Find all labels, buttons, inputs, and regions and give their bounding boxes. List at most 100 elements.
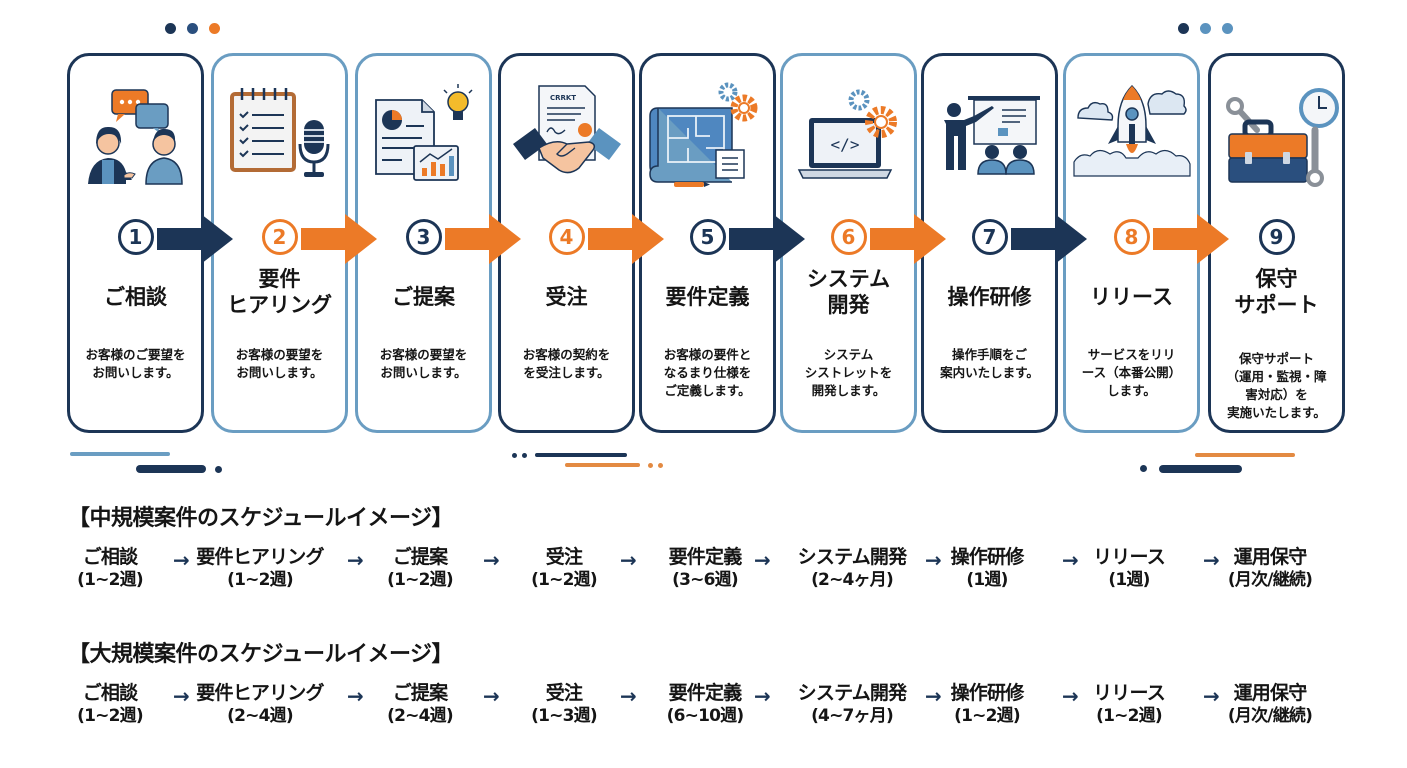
- decorative-dots-left: [165, 23, 220, 34]
- step-title: 操作研修: [947, 285, 1032, 309]
- step-title: ご提案: [392, 285, 455, 309]
- schedule-row-medium: ご相談(1~2週)→要件ヒアリング(1~2週)→ご提案(1~2週)→受注(1~2…: [70, 545, 1360, 595]
- blueprint-gears-icon: [646, 78, 770, 202]
- deco-line: [1195, 453, 1295, 457]
- flow-arrow-icon: [445, 214, 521, 264]
- schedule-arrow-icon: →: [925, 684, 942, 708]
- flow-arrow-icon: [301, 214, 377, 264]
- schedule-step: ご相談(1~2週): [77, 681, 143, 727]
- schedule-step-duration: (月次/継続): [1227, 706, 1313, 726]
- schedule-step-name: 操作研修: [950, 546, 1025, 568]
- schedule-step: 要件定義(6~10週): [667, 681, 744, 727]
- schedule-step: 運用保守(月次/継続): [1228, 545, 1313, 591]
- schedule-step: 運用保守(月次/継続): [1227, 681, 1313, 727]
- schedule-step: システム開発(4~7ヶ月): [798, 681, 907, 727]
- schedule-step-name: 受注: [545, 546, 583, 568]
- step-number-badge: 3: [405, 219, 442, 255]
- flow-arrow-icon: [1153, 214, 1229, 264]
- deco-dot: [1200, 23, 1211, 34]
- schedule-title-medium: 【中規模案件のスケジュールイメージ】: [68, 506, 454, 531]
- schedule-title-large: 【大規模案件のスケジュールイメージ】: [68, 642, 454, 667]
- schedule-step-name: ご提案: [392, 546, 448, 568]
- process-step-card: 3 ご提案お客様の要望を お問いします。: [355, 53, 492, 433]
- schedule-step: 要件定義(3~6週): [668, 545, 743, 591]
- schedule-step: 操作研修(1週): [950, 545, 1025, 591]
- schedule-step: 受注(1~3週): [531, 681, 597, 727]
- schedule-step-duration: (1週): [966, 570, 1008, 590]
- deco-dot: [215, 466, 222, 473]
- deco-dot: [187, 23, 198, 34]
- step-number-badge: 9: [1258, 219, 1295, 255]
- schedule-step-name: 要件定義: [668, 546, 743, 568]
- schedule-arrow-icon: →: [347, 684, 364, 708]
- schedule-step-duration: (1~2週): [954, 706, 1020, 726]
- schedule-step-duration: (2~4週): [387, 706, 453, 726]
- step-number-badge: 2: [261, 219, 298, 255]
- schedule-row-large: ご相談(1~2週)→要件ヒアリング(2~4週)→ご提案(2~4週)→受注(1~3…: [70, 681, 1360, 731]
- consultation-icon: [74, 78, 198, 202]
- step-description: お客様の契約を を受注します。: [522, 347, 611, 380]
- schedule-arrow-icon: →: [1062, 548, 1079, 572]
- schedule-step-name: システム開発: [797, 546, 907, 568]
- schedule-step: 要件ヒアリング(2~4週): [196, 681, 324, 727]
- schedule-step-name: リリース: [1093, 546, 1166, 568]
- flow-arrow-icon: [1011, 214, 1087, 264]
- step-description: お客様の要件と なるまり仕様を ご定義します。: [663, 347, 752, 398]
- schedule-step-name: 運用保守: [1233, 546, 1308, 568]
- deco-line: [535, 453, 627, 457]
- step-title: ご相談: [104, 285, 167, 309]
- schedule-step-name: リリース: [1093, 682, 1166, 704]
- schedule-step-duration: (1週): [1108, 570, 1150, 590]
- schedule-step-name: 要件ヒアリング: [196, 682, 324, 704]
- deco-dot: [522, 453, 527, 458]
- deco-dot: [209, 23, 220, 34]
- deco-dot: [512, 453, 517, 458]
- deco-line: [136, 465, 206, 473]
- deco-dot: [165, 23, 176, 34]
- schedule-step: システム開発(2~4ヶ月): [798, 545, 907, 591]
- schedule-arrow-icon: →: [754, 548, 771, 572]
- schedule-arrow-icon: →: [173, 548, 190, 572]
- step-description: お客様の要望を お問いします。: [235, 347, 324, 380]
- step-description: サービスをリリ ース（本番公開） します。: [1081, 347, 1182, 398]
- step-description: お客様の要望を お問いします。: [379, 347, 468, 380]
- schedule-step-duration: (1~2週): [531, 570, 597, 590]
- schedule-step-name: 操作研修: [950, 682, 1025, 704]
- schedule-step-duration: (1~2週): [387, 570, 453, 590]
- schedule-step-name: システム開発: [797, 682, 907, 704]
- laptop-code-icon: </>: [787, 78, 911, 202]
- schedule-arrow-icon: →: [620, 548, 637, 572]
- schedule-arrow-icon: →: [173, 684, 190, 708]
- training-presentation-icon: [928, 78, 1052, 202]
- schedule-step-name: 要件定義: [668, 682, 743, 704]
- toolbox-clock-icon: [1215, 78, 1339, 202]
- handshake-contract-icon: CRRKT: [505, 78, 629, 202]
- schedule-step-duration: (6~10週): [666, 706, 744, 726]
- schedule-step: ご提案(1~2週): [387, 545, 453, 591]
- schedule-step-duration: (1~2週): [227, 570, 293, 590]
- contract-label: CRRKT: [549, 94, 575, 102]
- step-description: 操作手順をご 案内いたします。: [940, 347, 1039, 380]
- schedule-step: 受注(1~2週): [531, 545, 597, 591]
- schedule-step-duration: (2~4週): [227, 706, 293, 726]
- schedule-step: リリース(1~2週): [1093, 681, 1166, 727]
- schedule-arrow-icon: →: [620, 684, 637, 708]
- schedule-step-duration: (1~2週): [77, 706, 143, 726]
- schedule-step: リリース(1週): [1093, 545, 1166, 591]
- deco-line: [70, 452, 170, 456]
- schedule-step-duration: (2~4ヶ月): [811, 570, 894, 590]
- decorative-dots-right: [1178, 23, 1233, 34]
- deco-dot: [658, 463, 663, 468]
- svg-text:</>: </>: [830, 135, 859, 154]
- schedule-step: 操作研修(1~2週): [950, 681, 1025, 727]
- schedule-step-name: ご提案: [392, 682, 448, 704]
- deco-dot: [1222, 23, 1233, 34]
- schedule-step-duration: (4~7ヶ月): [811, 706, 894, 726]
- schedule-step-name: 運用保守: [1233, 682, 1308, 704]
- schedule-arrow-icon: →: [754, 684, 771, 708]
- schedule-step: ご提案(2~4週): [387, 681, 453, 727]
- step-title: 要件 ヒアリング: [227, 267, 332, 317]
- step-description: お客様のご要望を お問いします。: [85, 347, 186, 380]
- schedule-step-name: ご相談: [82, 682, 138, 704]
- schedule-arrow-icon: →: [347, 548, 364, 572]
